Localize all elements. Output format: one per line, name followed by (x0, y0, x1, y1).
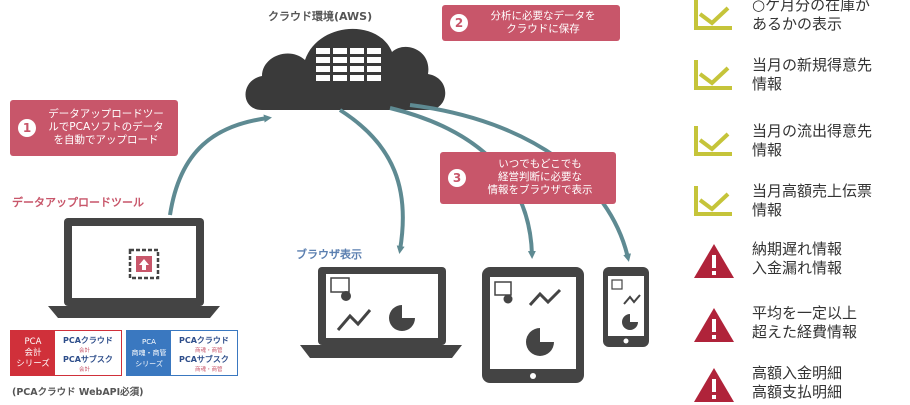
list-item: 納期遅れ情報 入金漏れ情報 (690, 240, 910, 280)
browser-tablet-icon (482, 267, 584, 383)
list-item-text: ○ケ月分の在庫が あるかの表示 (752, 0, 871, 33)
list-item-text: 当月高額売上伝票 情報 (752, 182, 873, 219)
step-1-text: データアップロードツー ルでPCAソフトのデータ を自動でアップロード (48, 108, 164, 146)
pca-sales-logo-box: PCA 商魂・商管 シリーズ PCAクラウド 商魂・商管 PCAサブスク 商魂・… (126, 330, 238, 376)
sales-subsc-sub: 商魂・商管 (195, 367, 223, 373)
step-3-number: 3 (448, 169, 466, 187)
list-item-text: 納期遅れ情報 入金漏れ情報 (752, 240, 843, 277)
cloud-icon (245, 28, 446, 110)
upload-laptop-icon (48, 218, 220, 318)
list-item-text: 平均を一定以上 超えた経費情報 (752, 304, 858, 341)
step-2-number: 2 (450, 14, 468, 32)
list-item: 当月の新規得意先 情報 (690, 56, 910, 96)
chart-icon (694, 60, 732, 90)
list-item-text: 当月の新規得意先 情報 (752, 56, 873, 93)
chart-icon (694, 0, 732, 30)
warning-icon (694, 308, 734, 342)
chart-icon (694, 126, 732, 156)
list-item: 当月の流出得意先 情報 (690, 122, 910, 162)
warning-icon (694, 368, 734, 402)
sales-cloud-logo: PCAクラウド (179, 336, 229, 345)
list-item: 平均を一定以上 超えた経費情報 (690, 304, 910, 344)
step-1-number: 1 (18, 119, 36, 137)
chart-icon (694, 186, 732, 216)
step-3-callout: 3 いつでもどこでも 経営判断に必要な 情報をブラウザで表示 (440, 152, 616, 204)
accounting-subsc-sub: 会計 (79, 367, 91, 373)
upload-arrow (168, 114, 272, 216)
sales-series-label: PCA 商魂・商管 シリーズ (127, 331, 171, 375)
list-item-text: 当月の流出得意先 情報 (752, 122, 873, 159)
sales-cloud-sub: 商魂・商管 (195, 348, 223, 354)
list-item: 当月高額売上伝票 情報 (690, 182, 910, 222)
accounting-cloud-logo: PCAクラウド (63, 336, 113, 345)
step-2-text: 分析に必要なデータを クラウドに保存 (490, 10, 596, 35)
list-item: ○ケ月分の在庫が あるかの表示 (690, 0, 910, 36)
pca-accounting-logo-box: PCA 会計 シリーズ PCAクラウド 会計 PCAサブスク 会計 (10, 330, 122, 376)
browser-label: ブラウザ表示 (296, 248, 362, 261)
browser-phone-icon (603, 267, 649, 347)
arrow-to-laptop (338, 108, 405, 254)
warning-icon (694, 244, 734, 278)
list-item-text: 高額入金明細 高額支払明細 (752, 364, 843, 401)
cloud-title: クラウド環境(AWS) (268, 10, 373, 23)
step-1-callout: 1 データアップロードツー ルでPCAソフトのデータ を自動でアップロード (10, 100, 178, 156)
sales-subsc-logo: PCAサブスク (179, 355, 229, 364)
accounting-cloud-sub: 会計 (79, 348, 91, 354)
list-item: 高額入金明細 高額支払明細 (690, 364, 910, 404)
accounting-subsc-logo: PCAサブスク (63, 355, 113, 364)
step-2-callout: 2 分析に必要なデータを クラウドに保存 (442, 5, 620, 41)
step-3-text: いつでもどこでも 経営判断に必要な 情報をブラウザで表示 (487, 158, 593, 196)
api-note: (PCAクラウド WebAPI必須) (12, 387, 144, 398)
accounting-series-label: PCA 会計 シリーズ (11, 331, 55, 375)
browser-laptop-icon (300, 267, 462, 358)
upload-tool-label: データアップロードツール (12, 196, 144, 209)
